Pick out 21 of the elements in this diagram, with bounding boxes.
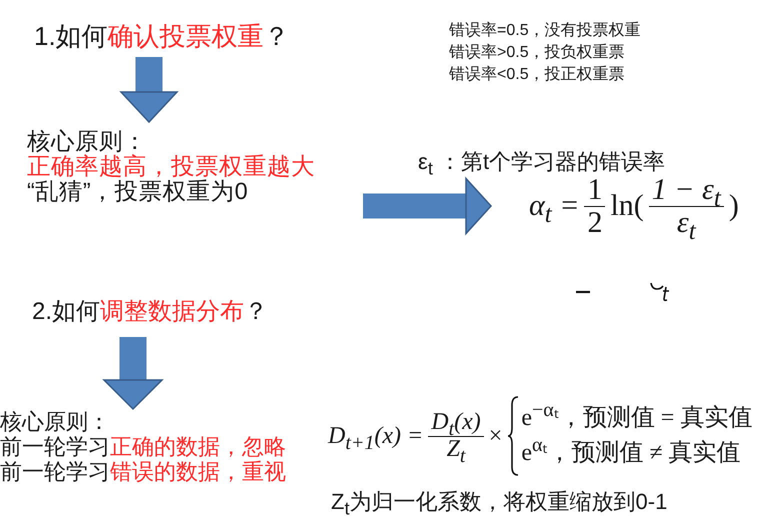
- principle-heading: 核心原则：: [0, 409, 110, 434]
- formula-fraction: D$_{t}$(x) Z$_{t}$: [428, 410, 484, 462]
- formula-case: e$^{−αₜ}$，预测值 = 真实值: [521, 401, 752, 433]
- principle-line: 前一轮学习错误的数据，重视: [0, 459, 286, 484]
- principle-line: 正确率越高，投票权重越大: [27, 154, 315, 179]
- principle-line: “乱猜”，投票权重为0: [27, 179, 248, 204]
- question-heading: 2.如何调整数据分布？: [32, 297, 268, 327]
- question-heading: 1.如何确认投票权重？: [34, 21, 290, 51]
- times-sign: ×: [488, 422, 504, 450]
- block-arrow: [103, 337, 163, 410]
- note-line: 错误率<0.5，投正权重票: [449, 64, 625, 85]
- note-line: 错误率=0.5，没有投票权重: [449, 20, 641, 41]
- formula-term: D$_{t+1}$(x) =: [326, 422, 424, 450]
- block-arrow: [120, 57, 178, 123]
- formula-case: e$^{αₜ}$，预测值 ≠ 真实值: [521, 436, 741, 468]
- note-line: 错误率>0.5，投负权重票: [449, 42, 625, 63]
- normalization-note: Z$_{t}$为归一化系数，将权重缩放到0-1: [331, 488, 668, 517]
- principle-heading: 核心原则：: [27, 129, 147, 154]
- symbol-definition: ε$_{t}$ ：第t个学习器的错误率: [418, 148, 666, 177]
- block-arrow: [363, 178, 492, 234]
- principle-line: 前一轮学习正确的数据，忽略: [0, 434, 286, 459]
